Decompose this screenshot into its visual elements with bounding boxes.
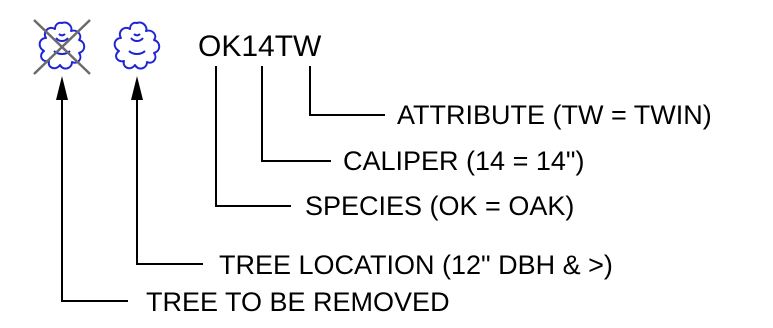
label-tree-location: TREE LOCATION (12" DBH & >) xyxy=(219,250,613,280)
label-species: SPECIES (OK = OAK) xyxy=(305,191,574,221)
label-caliper: CALIPER (14 = 14") xyxy=(343,146,584,176)
tree-code: OK14TW xyxy=(198,30,322,63)
label-tree-removed: TREE TO BE REMOVED xyxy=(146,287,450,317)
tree-symbol-icon xyxy=(113,21,161,70)
leader-caliper xyxy=(261,66,331,162)
tree-removed-icon xyxy=(33,19,91,75)
leader-attribute xyxy=(309,66,385,116)
label-attribute: ATTRIBUTE (TW = TWIN) xyxy=(397,100,712,130)
arrow-location xyxy=(131,76,203,265)
leader-species xyxy=(215,66,291,207)
arrow-removed xyxy=(56,76,128,302)
